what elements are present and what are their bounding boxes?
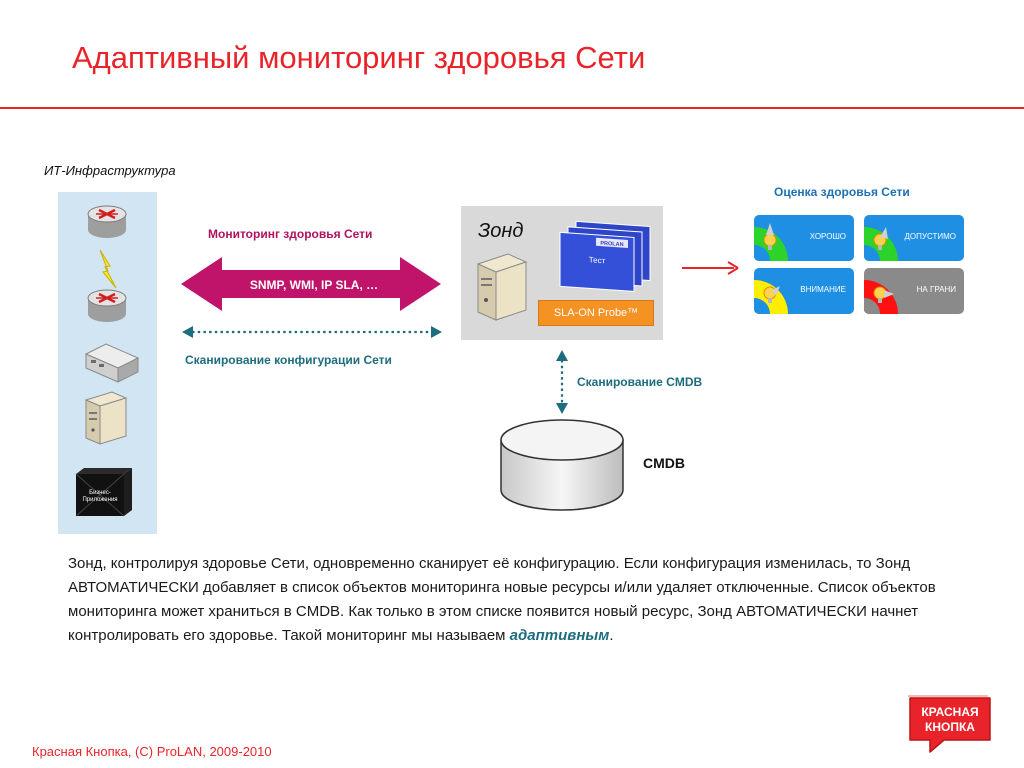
config-scan-label: Сканирование конфигурации Сети [185, 353, 392, 367]
router-icon [87, 289, 127, 322]
health-good-label: ХОРОШО [809, 232, 846, 241]
health-attention-label: ВНИМАНИЕ [800, 285, 846, 294]
logo-line-2: КНОПКА [925, 720, 975, 734]
health-card-critical: НА ГРАНИ [864, 268, 964, 314]
footer-copyright: Красная Кнопка, (С) ProLAN, 2009-2010 [32, 744, 272, 759]
health-acceptable-label: ДОПУСТИМО [904, 232, 956, 241]
infrastructure-label: ИТ-Инфраструктура [44, 163, 176, 178]
cmdb-label: CMDB [643, 455, 685, 471]
description-emphasis: адаптивным [509, 627, 610, 644]
snmp-double-arrow [181, 257, 441, 311]
cmdb-database-icon [500, 419, 624, 511]
krasnaya-knopka-logo: КРАСНАЯ КНОПКА [908, 695, 991, 753]
probe-window-stack: PROLAN Тест [559, 220, 651, 292]
health-evaluation-label: Оценка здоровья Сети [774, 185, 910, 199]
cmdb-scan-label: Сканирование CMDB [577, 375, 703, 389]
logo-line-1: КРАСНАЯ [921, 705, 978, 719]
server-icon [84, 391, 128, 445]
health-card-acceptable: ДОПУСТИМО [864, 215, 964, 261]
probe-title: Зонд [478, 220, 524, 242]
description-tail: . [609, 627, 614, 644]
business-app-label-1: Бизнес- [89, 490, 111, 496]
router-icon [87, 205, 127, 238]
health-arrow [682, 261, 739, 275]
switch-icon [84, 343, 140, 383]
snmp-protocols-label: SNMP, WMI, IP SLA, … [249, 278, 379, 292]
config-scan-arrow [182, 326, 442, 338]
infrastructure-panel: Бизнес- Приложения [58, 192, 157, 534]
sla-on-probe-badge: SLA-ON Probe™ [538, 300, 654, 326]
business-app-label-2: Приложения [82, 497, 117, 503]
title-divider [0, 107, 1024, 109]
monitoring-label: Мониторинг здоровья Сети [208, 227, 373, 241]
page-title: Адаптивный мониторинг здоровья Сети [72, 40, 646, 75]
probe-card-text: Тест [589, 255, 606, 265]
probe-card-logo: PROLAN [600, 241, 623, 249]
business-app-icon: Бизнес- Приложения [75, 468, 132, 517]
cmdb-scan-arrow [556, 350, 568, 414]
health-card-good: ХОРОШО [754, 215, 854, 261]
description-text: Зонд, контролируя здоровье Сети, одновре… [68, 555, 936, 644]
probe-server-icon [476, 253, 528, 321]
health-critical-label: НА ГРАНИ [916, 285, 956, 294]
lightning-icon [99, 249, 117, 289]
health-card-attention: ВНИМАНИЕ [754, 268, 854, 314]
description-paragraph: Зонд, контролируя здоровье Сети, одновре… [68, 552, 948, 648]
